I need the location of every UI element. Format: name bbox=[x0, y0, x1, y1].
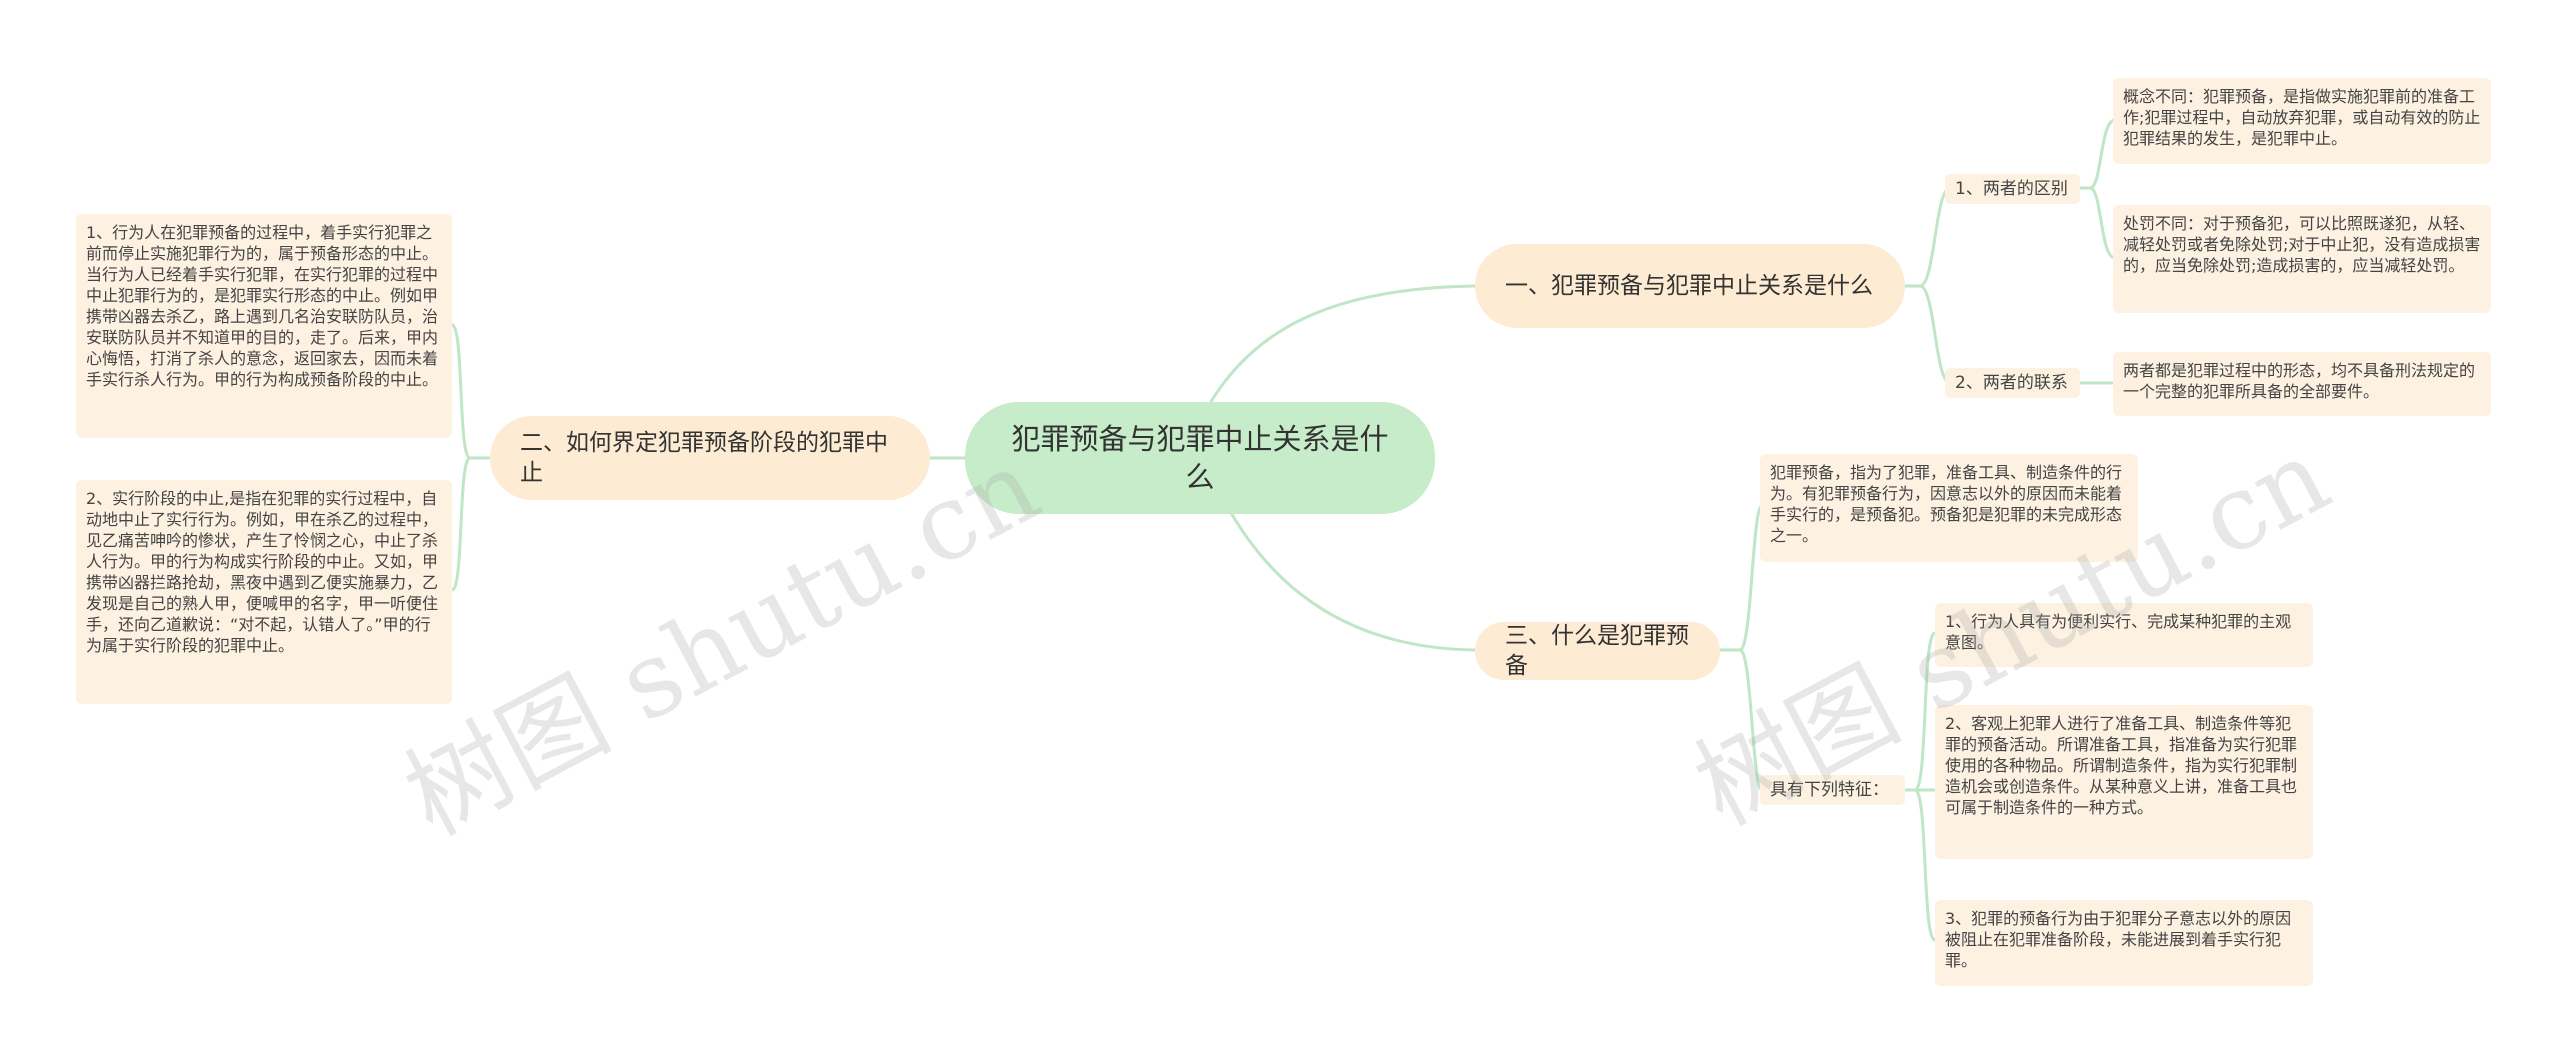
leaf-penalty-difference-text: 处罚不同：对于预备犯，可以比照既遂犯，从轻、减轻处罚或者免除处罚;对于中止犯，没… bbox=[2123, 214, 2481, 275]
link-diff-concept bbox=[2080, 118, 2116, 190]
leaf-preparation-definition-text: 犯罪预备，指为了犯罪，准备工具、制造条件的行为。有犯罪预备行为，因意志以外的原因… bbox=[1770, 463, 2123, 545]
leaf-penalty-difference[interactable]: 处罚不同：对于预备犯，可以比照既遂犯，从轻、减轻处罚或者免除处罚;对于中止犯，没… bbox=[2113, 205, 2491, 313]
leaf-feature-1[interactable]: 1、行为人具有为便利实行、完成某种犯罪的主观意图。 bbox=[1935, 603, 2313, 667]
subtopic-features-text: 具有下列特征： bbox=[1770, 780, 1889, 800]
link-b2-item1 bbox=[450, 323, 490, 460]
link-b2-item2 bbox=[450, 456, 472, 592]
leaf-preparation-stage-text: 1、行为人在犯罪预备的过程中，着手实行犯罪之前而停止实施犯罪行为的，属于预备形态… bbox=[86, 223, 439, 389]
leaf-connection[interactable]: 两者都是犯罪过程中的形态，均不具备刑法规定的一个完整的犯罪所具备的全部要件。 bbox=[2113, 352, 2491, 416]
leaf-execution-stage-text: 2、实行阶段的中止,是指在犯罪的实行过程中，自动地中止了实行行为。例如，甲在杀乙… bbox=[86, 489, 439, 655]
root-topic-text: 犯罪预备与犯罪中止关系是什么 bbox=[1011, 422, 1389, 494]
branch-define-suspension[interactable]: 二、如何界定犯罪预备阶段的犯罪中止 bbox=[490, 416, 930, 500]
link-b3-feat bbox=[1738, 648, 1764, 792]
branch-relationship[interactable]: 一、犯罪预备与犯罪中止关系是什么 bbox=[1475, 244, 1905, 328]
leaf-feature-2[interactable]: 2、客观上犯罪人进行了准备工具、制造条件等犯罪的预备活动。所谓准备工具，指准备为… bbox=[1935, 705, 2313, 859]
link-b1-diff bbox=[1905, 186, 1951, 288]
leaf-feature-1-text: 1、行为人具有为便利实行、完成某种犯罪的主观意图。 bbox=[1945, 612, 2292, 652]
leaf-preparation-stage-suspension[interactable]: 1、行为人在犯罪预备的过程中，着手实行犯罪之前而停止实施犯罪行为的，属于预备形态… bbox=[76, 214, 452, 438]
leaf-execution-stage-suspension[interactable]: 2、实行阶段的中止,是指在犯罪的实行过程中，自动地中止了实行行为。例如，甲在杀乙… bbox=[76, 480, 452, 704]
leaf-concept-difference[interactable]: 概念不同：犯罪预备，是指做实施犯罪前的准备工作;犯罪过程中，自动放弃犯罪，或自动… bbox=[2113, 78, 2491, 164]
leaf-feature-3[interactable]: 3、犯罪的预备行为由于犯罪分子意志以外的原因被阻止在犯罪准备阶段，未能进展到着手… bbox=[1935, 900, 2313, 986]
branch-define-suspension-text: 二、如何界定犯罪预备阶段的犯罪中止 bbox=[520, 430, 888, 486]
link-diff-penalty bbox=[2089, 186, 2116, 260]
root-topic[interactable]: 犯罪预备与犯罪中止关系是什么 bbox=[965, 402, 1435, 514]
branch-relationship-text: 一、犯罪预备与犯罪中止关系是什么 bbox=[1505, 273, 1873, 299]
subtopic-difference[interactable]: 1、两者的区别 bbox=[1945, 174, 2080, 204]
subtopic-difference-text: 1、两者的区别 bbox=[1955, 179, 2068, 199]
leaf-feature-3-text: 3、犯罪的预备行为由于犯罪分子意志以外的原因被阻止在犯罪准备阶段，未能进展到着手… bbox=[1945, 909, 2292, 970]
link-feat-f3 bbox=[1913, 788, 1937, 942]
branch-what-is-preparation-text: 三、什么是犯罪预备 bbox=[1505, 623, 1689, 679]
subtopic-connection-text: 2、两者的联系 bbox=[1955, 373, 2068, 393]
leaf-preparation-definition[interactable]: 犯罪预备，指为了犯罪，准备工具、制造条件的行为。有犯罪预备行为，因意志以外的原因… bbox=[1760, 454, 2138, 562]
leaf-concept-difference-text: 概念不同：犯罪预备，是指做实施犯罪前的准备工作;犯罪过程中，自动放弃犯罪，或自动… bbox=[2123, 87, 2481, 148]
leaf-feature-2-text: 2、客观上犯罪人进行了准备工具、制造条件等犯罪的预备活动。所谓准备工具，指准备为… bbox=[1945, 714, 2298, 817]
leaf-connection-text: 两者都是犯罪过程中的形态，均不具备刑法规定的一个完整的犯罪所具备的全部要件。 bbox=[2123, 361, 2476, 401]
link-root-b1 bbox=[1203, 284, 1476, 413]
subtopic-features[interactable]: 具有下列特征： bbox=[1760, 775, 1905, 805]
branch-what-is-preparation[interactable]: 三、什么是犯罪预备 bbox=[1475, 622, 1720, 680]
link-b3-def bbox=[1720, 504, 1764, 652]
link-feat-f1 bbox=[1905, 631, 1937, 792]
subtopic-connection[interactable]: 2、两者的联系 bbox=[1945, 368, 2080, 398]
